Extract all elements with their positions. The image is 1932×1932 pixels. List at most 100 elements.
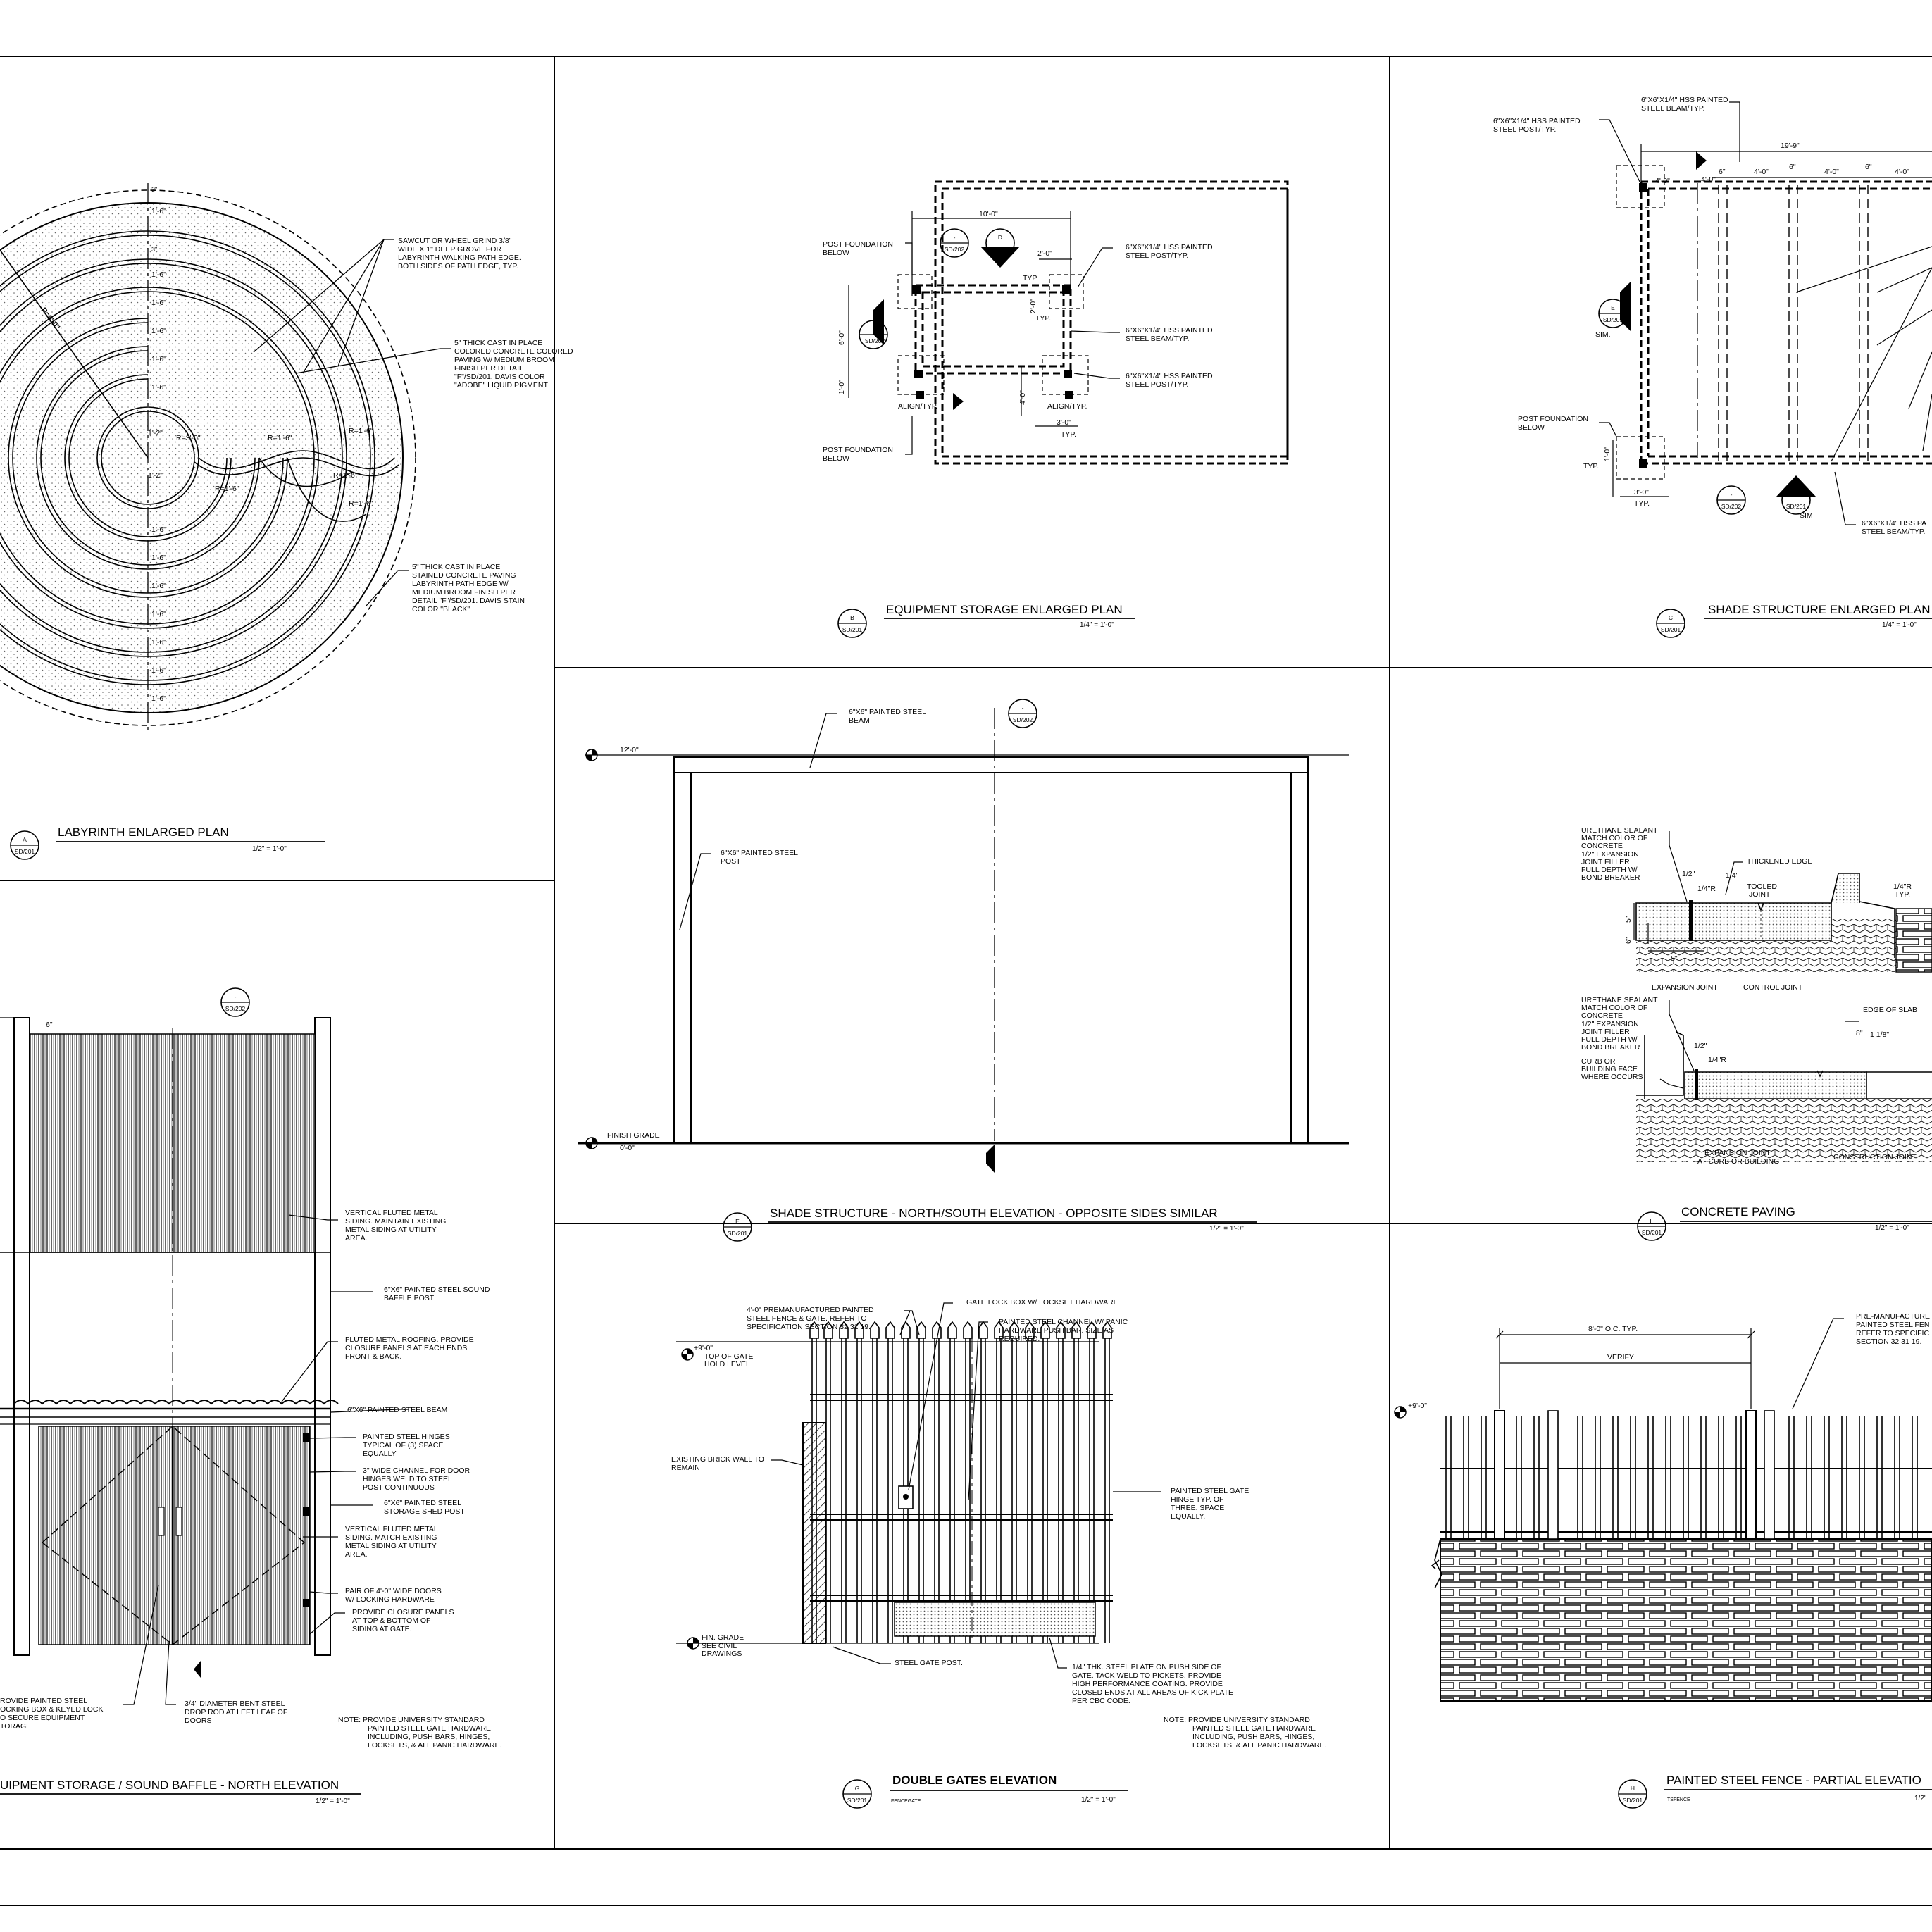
svg-text:3": 3" bbox=[151, 246, 157, 253]
panel-d-sound-baffle-elevation: - SD/202 6" VERTICAL FLUTED METAL SIDING… bbox=[0, 987, 501, 1805]
panel-d-title-block: UIPMENT STORAGE / SOUND BAFFLE - NORTH E… bbox=[0, 1778, 361, 1805]
svg-text:6"X6" PAINTED STEEL: 6"X6" PAINTED STEEL bbox=[849, 708, 926, 716]
panel-h-title-block: H SD/201 PAINTED STEEL FENCE - PARTIAL E… bbox=[1618, 1774, 1932, 1809]
panel-e-shade-structure-elevation: 12'-0" FINISH GRADE 0'-0" - SD/202 6"X6"… bbox=[578, 699, 1349, 1242]
panel-e-title-block: E SD/201 SHADE STRUCTURE - NORTH/SOUTH E… bbox=[723, 1207, 1257, 1242]
svg-text:1'-6": 1'-6" bbox=[151, 582, 166, 590]
panel-b-title-block: B SD/201 EQUIPMENT STORAGE ENLARGED PLAN… bbox=[837, 603, 1135, 638]
svg-text:REQUIRED.: REQUIRED. bbox=[999, 1335, 1040, 1343]
equipment-storage-dims: 10'-0" 2'-0" TYP. 6'-0" 1'-0" 2'-0" TYP.… bbox=[837, 210, 1087, 439]
panel-a-title: LABYRINTH ENLARGED PLAN bbox=[58, 825, 229, 839]
svg-text:SD/201: SD/201 bbox=[1661, 626, 1681, 633]
svg-text:SD/201: SD/201 bbox=[1623, 1797, 1643, 1804]
svg-text:1'-0": 1'-0" bbox=[837, 380, 846, 394]
svg-text:1/4"R: 1/4"R bbox=[1708, 1056, 1726, 1064]
svg-text:-: - bbox=[235, 993, 237, 1000]
svg-text:1'-6": 1'-6" bbox=[151, 666, 166, 675]
svg-text:REMAIN: REMAIN bbox=[671, 1464, 700, 1472]
svg-text:BEAM: BEAM bbox=[849, 716, 870, 725]
svg-text:6"X6" PAINTED STEEL BEAM: 6"X6" PAINTED STEEL BEAM bbox=[347, 1406, 447, 1414]
svg-text:LABYRINTH WALKING PATH EDGE.: LABYRINTH WALKING PATH EDGE. bbox=[398, 254, 521, 262]
panel-a-title-block: A SD/201 LABYRINTH ENLARGED PLAN 1/2" = … bbox=[10, 825, 325, 860]
svg-text:COLORED CONCRETE COLORED: COLORED CONCRETE COLORED bbox=[454, 347, 573, 356]
panel-e-title: SHADE STRUCTURE - NORTH/SOUTH ELEVATION … bbox=[770, 1207, 1218, 1220]
svg-text:3'-0": 3'-0" bbox=[1634, 488, 1649, 497]
svg-text:6"X6"X1/4" HSS PAINTED: 6"X6"X1/4" HSS PAINTED bbox=[1126, 372, 1213, 380]
svg-text:EQUALLY: EQUALLY bbox=[363, 1450, 397, 1458]
svg-text:DROP ROD AT LEFT LEAF OF: DROP ROD AT LEFT LEAF OF bbox=[185, 1708, 287, 1716]
panel-g-double-gates-elevation: +9'-0" TOP OF GATE HOLD LEVEL FIN. GRADE… bbox=[671, 1298, 1326, 1809]
panel-c-title: SHADE STRUCTURE ENLARGED PLAN bbox=[1708, 603, 1931, 616]
svg-text:STORAGE SHED POST: STORAGE SHED POST bbox=[384, 1507, 465, 1516]
svg-text:LABYRINTH PATH EDGE W/: LABYRINTH PATH EDGE W/ bbox=[412, 580, 509, 588]
svg-text:SD/201: SD/201 bbox=[1786, 503, 1807, 510]
svg-text:6"X6"X1/4" HSS PAINTED: 6"X6"X1/4" HSS PAINTED bbox=[1126, 243, 1213, 251]
svg-text:CLOSED ENDS AT ALL AREAS OF KI: CLOSED ENDS AT ALL AREAS OF KICK PLATE bbox=[1072, 1688, 1233, 1697]
svg-text:JOINT FILLER: JOINT FILLER bbox=[1581, 1028, 1630, 1036]
svg-text:INCLUDING, PUSH BARS, HINGES,: INCLUDING, PUSH BARS, HINGES, bbox=[1192, 1733, 1314, 1741]
svg-text:CURB OR: CURB OR bbox=[1581, 1057, 1616, 1066]
svg-text:STEEL GATE POST.: STEEL GATE POST. bbox=[895, 1659, 963, 1667]
svg-text:1/4"R: 1/4"R bbox=[1697, 885, 1716, 893]
svg-text:TYP.: TYP. bbox=[1895, 890, 1910, 899]
labyrinth-dims: 3" 1'-6" 3" 1'-6" 1'-6" 1'-6" 1'-6" 1'-6… bbox=[148, 186, 373, 703]
svg-text:SIDING AT GATE.: SIDING AT GATE. bbox=[352, 1625, 412, 1633]
svg-text:CONTROL JOINT: CONTROL JOINT bbox=[1743, 983, 1803, 992]
svg-text:STEEL BEAM/TYP.: STEEL BEAM/TYP. bbox=[1641, 104, 1704, 113]
fence-notes: PRE-MANUFACTURE PAINTED STEEL FEN REFER … bbox=[1856, 1312, 1930, 1346]
svg-text:6"X6" PAINTED STEEL: 6"X6" PAINTED STEEL bbox=[721, 849, 798, 857]
panel-b-title: EQUIPMENT STORAGE ENLARGED PLAN bbox=[886, 603, 1123, 616]
level-marker-gate-grade: FIN. GRADE SEE CIVIL DRAWINGS bbox=[687, 1633, 744, 1658]
svg-text:NOTE: PROVIDE UNIVERSITY STAN: NOTE: PROVIDE UNIVERSITY STANDARD bbox=[1164, 1716, 1310, 1724]
svg-text:MATCH COLOR OF: MATCH COLOR OF bbox=[1581, 834, 1647, 842]
svg-text:FENCEGATE: FENCEGATE bbox=[891, 1799, 921, 1804]
svg-text:W/ LOCKING HARDWARE: W/ LOCKING HARDWARE bbox=[345, 1595, 435, 1604]
svg-text:PAINTED STEEL FEN: PAINTED STEEL FEN bbox=[1856, 1321, 1929, 1329]
svg-text:SD/201: SD/201 bbox=[1603, 316, 1623, 323]
svg-text:6": 6" bbox=[1719, 168, 1726, 176]
svg-text:AREA.: AREA. bbox=[345, 1234, 368, 1242]
svg-text:WIDE X 1" DEEP GROVE FOR: WIDE X 1" DEEP GROVE FOR bbox=[398, 245, 501, 254]
svg-text:1/2" EXPANSION: 1/2" EXPANSION bbox=[1581, 1020, 1639, 1028]
svg-text:O SECURE EQUIPMENT: O SECURE EQUIPMENT bbox=[0, 1714, 85, 1722]
svg-text:-: - bbox=[954, 234, 956, 241]
svg-text:SD/202: SD/202 bbox=[225, 1005, 246, 1012]
svg-text:SIDING. MAINTAIN EXISTING: SIDING. MAINTAIN EXISTING bbox=[345, 1217, 446, 1226]
svg-text:GATE LOCK BOX W/ LOCKSET HARDW: GATE LOCK BOX W/ LOCKSET HARDWARE bbox=[966, 1298, 1118, 1307]
svg-text:SPECIFICATION SECTION 32 31 19: SPECIFICATION SECTION 32 31 19. bbox=[747, 1323, 871, 1331]
svg-text:JOINT FILLER: JOINT FILLER bbox=[1581, 858, 1630, 866]
svg-text:SD/202: SD/202 bbox=[1013, 716, 1033, 723]
svg-text:SD/202: SD/202 bbox=[865, 337, 885, 344]
svg-text:TOOLED: TOOLED bbox=[1747, 883, 1777, 891]
svg-text:THICKENED EDGE: THICKENED EDGE bbox=[1747, 857, 1812, 866]
svg-text:SAWCUT OR WHEEL GRIND 3/8": SAWCUT OR WHEEL GRIND 3/8" bbox=[398, 237, 512, 245]
panel-f-title: CONCRETE PAVING bbox=[1681, 1205, 1795, 1219]
svg-text:VERTICAL FLUTED METAL: VERTICAL FLUTED METAL bbox=[345, 1525, 438, 1533]
svg-text:FRONT & BACK.: FRONT & BACK. bbox=[345, 1352, 401, 1361]
svg-text:FULL DEPTH W/: FULL DEPTH W/ bbox=[1581, 866, 1638, 874]
svg-text:TORAGE: TORAGE bbox=[0, 1722, 31, 1731]
svg-text:1'-0": 1'-0" bbox=[1603, 447, 1612, 461]
svg-text:SD/201: SD/201 bbox=[1642, 1229, 1662, 1236]
svg-text:TYPICAL OF (3) SPACE: TYPICAL OF (3) SPACE bbox=[363, 1441, 443, 1450]
svg-text:1/4" = 1'-0": 1/4" = 1'-0" bbox=[1882, 621, 1917, 629]
panel-g-title-block: G SD/201 DOUBLE GATES ELEVATION FENCEGAT… bbox=[842, 1774, 1128, 1809]
svg-text:TSFENCE: TSFENCE bbox=[1667, 1797, 1690, 1802]
svg-text:TYP.: TYP. bbox=[1583, 462, 1599, 470]
svg-text:6"X6"X1/4" HSS PAINTED: 6"X6"X1/4" HSS PAINTED bbox=[1641, 96, 1728, 104]
svg-text:4'-0": 4'-0" bbox=[1655, 177, 1670, 185]
svg-text:1'-6": 1'-6" bbox=[151, 554, 166, 562]
svg-text:R=1'-6": R=1'-6" bbox=[268, 434, 292, 442]
svg-text:1/4" = 1'-0": 1/4" = 1'-0" bbox=[1080, 621, 1114, 629]
panel-h-title: PAINTED STEEL FENCE - PARTIAL ELEVATIO bbox=[1666, 1774, 1921, 1787]
svg-text:DRAWINGS: DRAWINGS bbox=[702, 1650, 742, 1658]
svg-text:FLUTED METAL ROOFING. PROVIDE: FLUTED METAL ROOFING. PROVIDE bbox=[345, 1335, 474, 1344]
fence-spacing-dim: 8'-0" O.C. TYP. bbox=[1588, 1325, 1638, 1333]
svg-text:CONCRETE: CONCRETE bbox=[1581, 842, 1623, 850]
shade-plan-dims: 19'-9" 6" 4'-0" 6" 4'-0" 6" 4'-0" 4'-0" … bbox=[1583, 142, 1909, 520]
svg-text:3": 3" bbox=[151, 186, 157, 193]
svg-text:6'-0": 6'-0" bbox=[837, 330, 846, 345]
svg-text:PER CBC CODE.: PER CBC CODE. bbox=[1072, 1697, 1130, 1705]
svg-text:SIM.: SIM. bbox=[1595, 330, 1611, 339]
svg-text:12'-0": 12'-0" bbox=[620, 746, 639, 754]
